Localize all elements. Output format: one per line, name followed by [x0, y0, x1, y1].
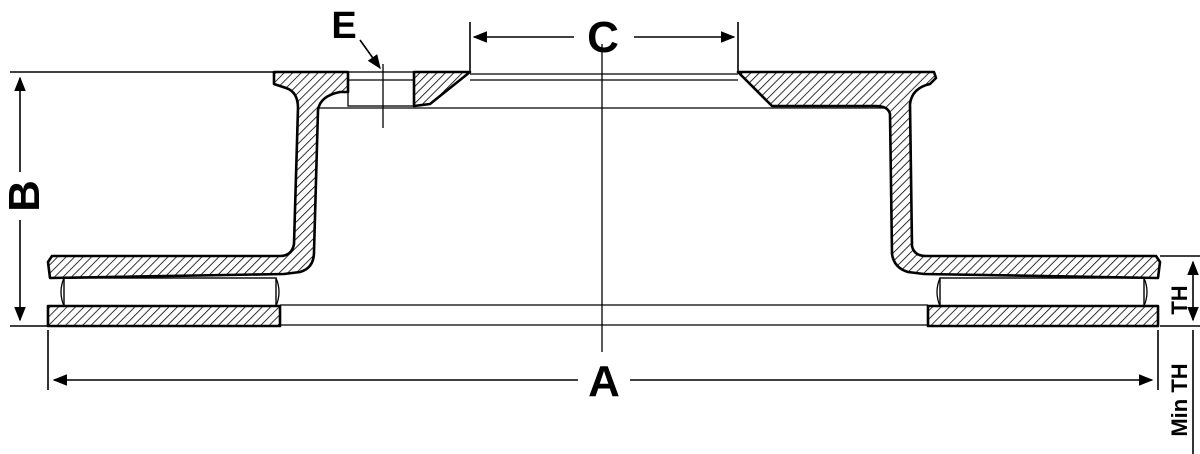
dimension-th: TH Min TH — [1160, 255, 1200, 454]
label-min-th: Min TH — [1167, 363, 1192, 436]
bolt-hole — [347, 64, 415, 128]
hub-left-block — [412, 70, 472, 108]
label-th: TH — [1167, 285, 1192, 314]
dimension-e: E — [331, 5, 381, 70]
vent-gap — [60, 277, 1148, 307]
label-a: A — [588, 357, 620, 406]
label-c: C — [587, 13, 619, 62]
inner-bore-outline — [280, 73, 928, 326]
dimension-a: A — [47, 330, 1159, 406]
hat-section-right — [736, 70, 1162, 280]
hat-section-left — [46, 70, 350, 280]
friction-face-lower-right — [926, 304, 1160, 328]
friction-face-lower-left — [46, 304, 282, 328]
dimension-b: B — [0, 71, 274, 327]
label-e: E — [331, 5, 356, 47]
dimension-c: C — [469, 13, 739, 72]
label-b: B — [0, 180, 49, 212]
